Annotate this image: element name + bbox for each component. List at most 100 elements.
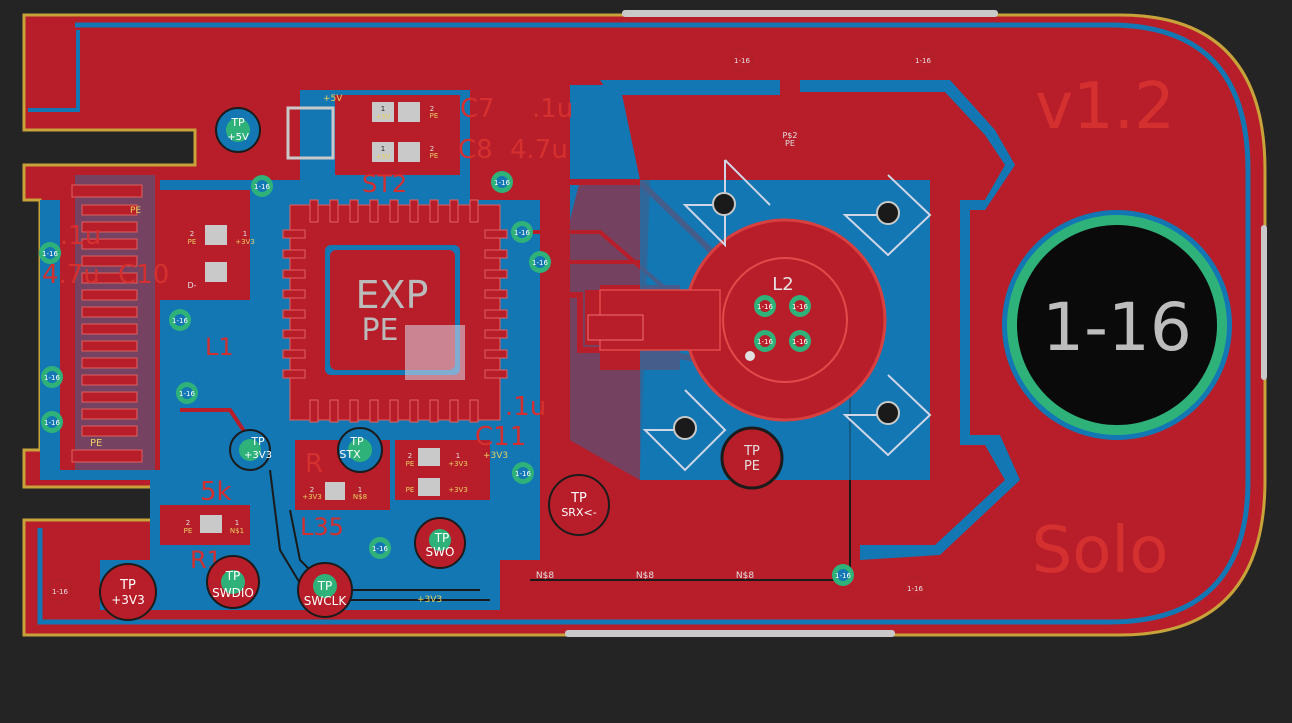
big-ground-pad: 1-16: [1002, 210, 1232, 440]
pad-net: +5V: [375, 113, 390, 121]
via-label: 1-16: [254, 183, 270, 191]
pad-net: PE: [406, 486, 415, 494]
capacitor-c7: 1 2 +5V PE: [372, 102, 438, 122]
tp-net: STX: [339, 448, 361, 461]
tp-net: +3V3: [111, 593, 145, 607]
via-label: 1-16: [44, 374, 60, 382]
tp-net: SWDIO: [212, 586, 254, 600]
via: 1-16: [169, 309, 191, 331]
pad-net: N$1: [230, 527, 244, 535]
via: 1-16: [176, 382, 198, 404]
crystal-st2: [286, 106, 335, 160]
pad-number: 1: [381, 145, 385, 153]
via-label: 1-16: [494, 179, 510, 187]
net-label: N$8: [736, 571, 754, 581]
inductor-pad-label: P$2: [782, 131, 797, 140]
tp-net: SRX<-: [561, 506, 596, 519]
inductor-region: 1-16 1-16 1-16 1-16 L2 P$2 PE: [587, 131, 932, 480]
pad-net: +5V: [375, 153, 390, 161]
edge-pad-right: [1261, 225, 1267, 380]
pad-net: +3V3: [235, 238, 255, 246]
pad-number: 1: [358, 486, 362, 494]
via: 1-16: [911, 48, 935, 72]
resistor-r1: 2 PE 1 N$1: [184, 515, 244, 535]
net-label: PE: [130, 206, 141, 216]
pad-number: 2: [186, 519, 190, 527]
tp-title: TP: [225, 569, 241, 583]
tp-title: TP: [743, 444, 760, 459]
c10-designator: C10: [118, 260, 169, 290]
c7-value: .1u: [532, 94, 573, 124]
tp-net: +5V: [227, 132, 249, 143]
via-label: 1-16: [372, 545, 388, 553]
tp-net: SWO: [426, 545, 455, 559]
silkscreen-labels: C7 .1u C8 4.7u ST2 .1u 4.7u C10 C11 .1u …: [42, 94, 573, 574]
pad-number: 2: [408, 452, 412, 460]
tp-title: TP: [230, 116, 245, 129]
via-label: 1-16: [792, 303, 808, 311]
via-label: 1-16: [179, 390, 195, 398]
via: 1-16: [41, 411, 63, 433]
via: 1-16: [511, 221, 533, 243]
net-labels: N$8 N$8 N$8 +3V3 +3V3 +5V PE: [130, 94, 754, 605]
usb-connector: PE: [71, 175, 155, 470]
via: 1-16: [41, 366, 63, 388]
via-label: 1-16: [734, 57, 750, 65]
l35-designator: L35: [300, 513, 344, 541]
capacitor-c10: 2 PE 1 +3V3 D-: [187, 225, 255, 290]
test-point: TP SWCLK: [297, 562, 353, 618]
via: 1-16: [369, 537, 391, 559]
test-point: TP SWDIO: [206, 555, 260, 609]
pad-net: +3V3: [302, 493, 322, 501]
pad-number: 2: [430, 145, 434, 153]
edge-pad-bottom: [565, 630, 895, 637]
via-label: 1-16: [515, 470, 531, 478]
c8-value: 4.7u: [510, 135, 568, 165]
via-label: 1-16: [915, 57, 931, 65]
board-name-silkscreen: Solo: [1032, 514, 1169, 588]
pad-net: PE: [430, 112, 439, 120]
test-point: TP STX: [337, 427, 383, 473]
five-k-value: 5k: [200, 477, 232, 507]
tp-title: TP: [250, 435, 265, 448]
c7-designator: C7: [460, 94, 495, 124]
tp-title: TP: [349, 435, 364, 448]
tp-net: SWCLK: [304, 594, 348, 608]
ic-pins: [282, 199, 508, 423]
test-point: TP +5V: [215, 107, 261, 153]
via: 1-16: [529, 251, 551, 273]
net-label: N$8: [536, 571, 554, 581]
pad-net: +3V3: [448, 460, 468, 468]
via-label: 1-16: [757, 338, 773, 346]
inductor-pad-net: PE: [785, 139, 795, 148]
via-label: 1-16: [835, 572, 851, 580]
c10-value-top: .1u: [60, 221, 101, 251]
inductor-designator: L2: [772, 274, 793, 295]
main-ic: EXP PE: [282, 199, 508, 423]
via: 1-16: [39, 242, 61, 264]
test-point: TP +3V3: [99, 563, 157, 621]
passive-components: 1 2 +5V PE 1 2 +5V PE 2 PE 1 +3V3 D- 2 1…: [184, 102, 468, 535]
connector-pad-net: PE: [90, 438, 102, 449]
c10-value: 4.7u: [42, 260, 100, 290]
via-label: 1-16: [792, 338, 808, 346]
mounting-hole: [876, 401, 900, 425]
ic-pad-net: PE: [361, 313, 398, 348]
big-pad-net-label: 1-16: [1042, 289, 1192, 366]
pad-net: +3V3: [448, 486, 468, 494]
pad-number: 1: [381, 105, 385, 113]
via: 1-16: [491, 171, 513, 193]
via-label: 1-16: [172, 317, 188, 325]
test-point: TP SRX<-: [548, 474, 610, 536]
test-point: TP SWO: [414, 517, 466, 569]
bottom-copper-edge: [37, 22, 1251, 625]
test-point: TP PE: [720, 426, 784, 490]
pad-net: PE: [406, 460, 415, 468]
pad-number: 2: [310, 486, 314, 494]
via-label: 1-16: [907, 585, 923, 593]
mounting-hole: [673, 416, 697, 440]
net-label: +5V: [323, 94, 343, 104]
capacitor-c11: 2 1 +3V3 PE PE +3V3: [406, 448, 468, 496]
tp-title: TP: [434, 531, 450, 545]
